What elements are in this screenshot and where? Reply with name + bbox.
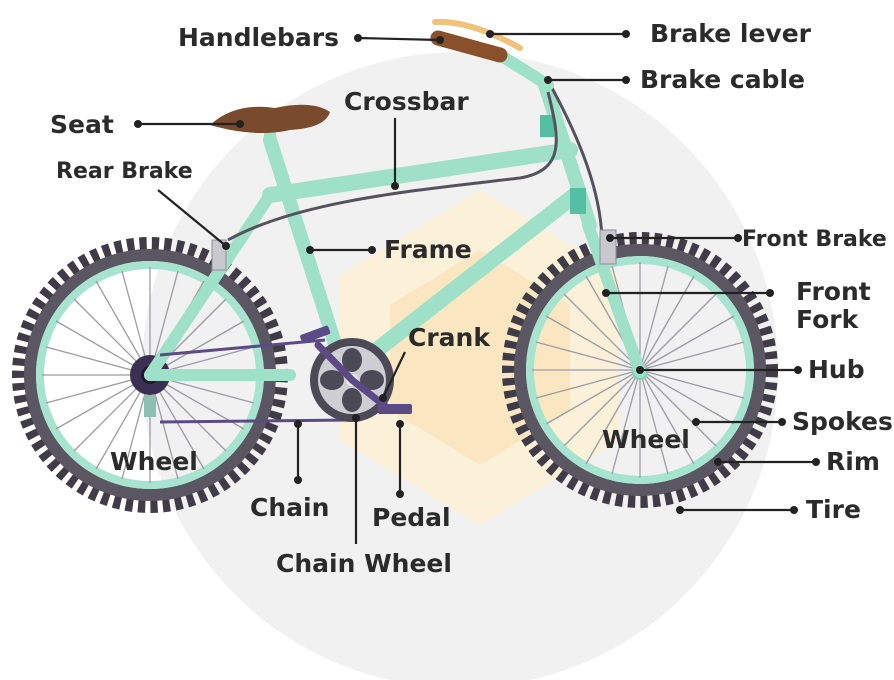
label-brake-lever: Brake lever: [650, 19, 812, 48]
label-wheel-rear: Wheel: [110, 447, 198, 476]
label-spokes: Spokes: [792, 407, 893, 436]
label-front-fork-line2: Fork: [796, 305, 860, 334]
label-rim: Rim: [826, 447, 880, 476]
label-chain-wheel: Chain Wheel: [276, 549, 452, 578]
label-crossbar: Crossbar: [344, 87, 469, 116]
label-chain: Chain: [250, 493, 329, 522]
label-brake-cable: Brake cable: [640, 65, 805, 94]
pedal-shape: [378, 404, 412, 414]
label-crank: Crank: [408, 323, 491, 352]
chain-bottom: [160, 420, 352, 422]
label-hub: Hub: [808, 355, 865, 384]
label-seat: Seat: [50, 110, 114, 139]
label-front-fork-line1: Front: [796, 277, 871, 306]
label-wheel-front: Wheel: [602, 425, 690, 454]
label-frame: Frame: [384, 235, 472, 264]
label-pedal: Pedal: [372, 503, 451, 532]
label-tire: Tire: [806, 495, 861, 524]
label-handlebars: Handlebars: [178, 23, 339, 52]
label-front-brake: Front Brake: [742, 227, 887, 252]
label-rear-brake: Rear Brake: [56, 159, 193, 184]
